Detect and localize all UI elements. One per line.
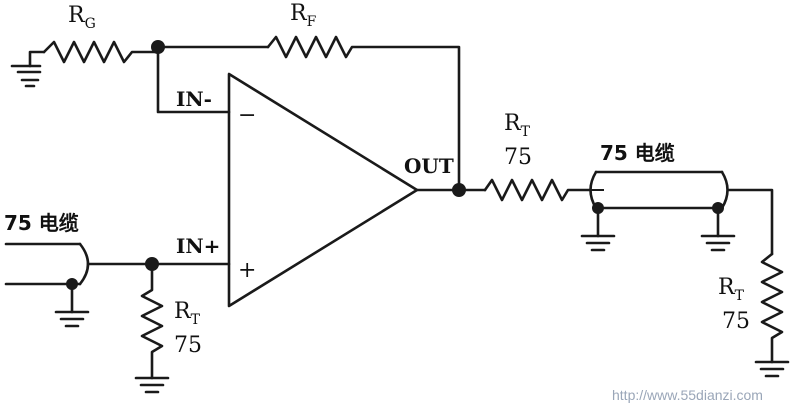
wire-in-minus (156, 45, 231, 114)
coax-cable-out (589, 170, 774, 256)
watermark: http://www.55dianzi.com (612, 387, 763, 403)
ground-symbol-cable-in (54, 282, 90, 328)
label-rt-in: RT (174, 299, 201, 328)
ground-symbol-rt-in (134, 376, 170, 394)
resistor-rt-load (760, 252, 784, 364)
ground-symbol-cable-right (700, 206, 736, 252)
value-rt-out: 75 (504, 145, 532, 170)
pin-label-out: OUT (404, 154, 454, 178)
label-rf: RF (290, 1, 317, 30)
resistor-rt-out (483, 178, 592, 202)
resistor-rf (266, 35, 461, 190)
plus-sign: + (238, 258, 256, 283)
ground-symbol-load (754, 360, 790, 378)
ground-symbol-rg (10, 50, 46, 88)
label-rt-load: RT (718, 275, 745, 304)
value-rt-load: 75 (722, 309, 750, 334)
resistor-rt-in (140, 262, 164, 380)
ground-symbol-cable-left (580, 206, 616, 252)
coax-cable-in (4, 242, 154, 286)
op-amp-triangle (227, 72, 419, 308)
minus-sign: − (238, 103, 256, 128)
label-rg: RG (68, 3, 96, 32)
pin-label-in-minus: IN- (176, 87, 212, 111)
pin-label-in-plus: IN+ (176, 234, 220, 258)
junction-output (452, 183, 466, 197)
resistor-rg (42, 40, 160, 64)
value-rt-in: 75 (174, 333, 202, 358)
label-rt-out: RT (504, 111, 531, 140)
label-cable-out: 75 电缆 (600, 141, 675, 165)
label-cable-in: 75 电缆 (4, 211, 79, 235)
